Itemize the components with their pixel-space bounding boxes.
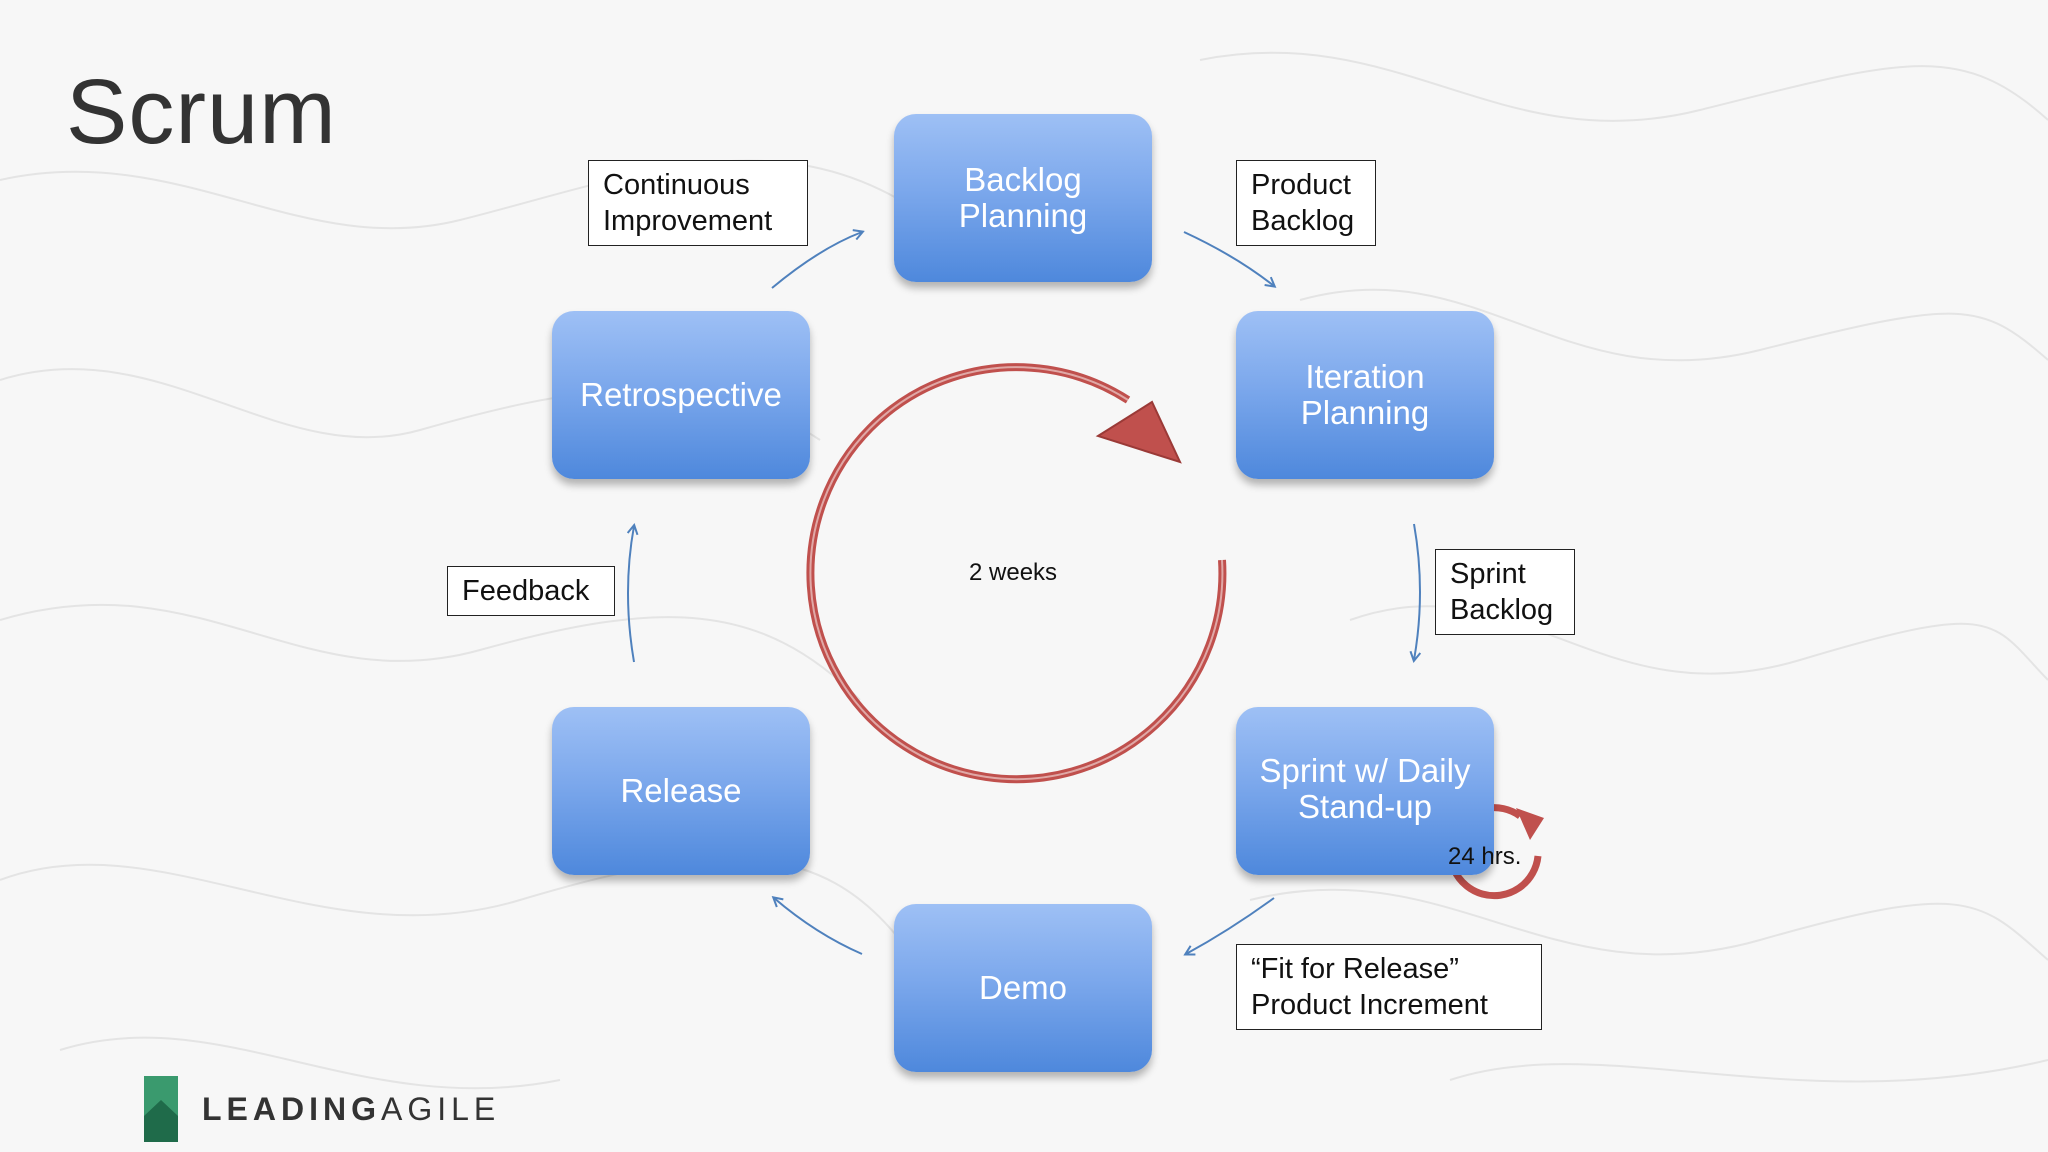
connector-release-to-retro [628, 526, 634, 663]
logo-wordmark: LEADINGAGILE [202, 1090, 501, 1127]
label-product-backlog: Product Backlog [1236, 160, 1376, 246]
daily-cycle-arrowhead [1516, 808, 1544, 840]
node-backlog-planning[interactable]: Backlog Planning [894, 114, 1152, 282]
cycle-arrowhead [1095, 400, 1182, 464]
page-title: Scrum [66, 61, 337, 163]
node-release[interactable]: Release [552, 707, 810, 875]
connector-sprint-to-demo [1186, 897, 1275, 954]
label-fit-for-release: “Fit for Release” Product Increment [1236, 944, 1542, 1030]
leadingagile-logo: LEADINGAGILE [144, 1076, 500, 1142]
daily-duration-label: 24 hrs. [1448, 843, 1522, 870]
node-iteration-planning[interactable]: Iteration Planning [1236, 311, 1494, 479]
logo-mark-icon [144, 1076, 178, 1142]
connector-demo-to-release [774, 898, 863, 955]
connector-retro-to-backlog [771, 232, 862, 289]
node-retrospective[interactable]: Retrospective [552, 311, 810, 479]
node-sprint-daily-standup[interactable]: Sprint w/ Daily Stand-up [1236, 707, 1494, 875]
label-sprint-backlog: Sprint Backlog [1435, 549, 1575, 635]
cycle-duration-label: 2 weeks [969, 559, 1058, 586]
connector-iteration-to-sprint [1414, 523, 1420, 660]
cycle-arrow-ring-inner [809, 366, 1224, 781]
label-continuous-improvement: Continuous Improvement [588, 160, 808, 246]
label-feedback: Feedback [447, 566, 615, 616]
connector-backlog-to-iteration [1183, 231, 1274, 286]
node-demo[interactable]: Demo [894, 904, 1152, 1072]
